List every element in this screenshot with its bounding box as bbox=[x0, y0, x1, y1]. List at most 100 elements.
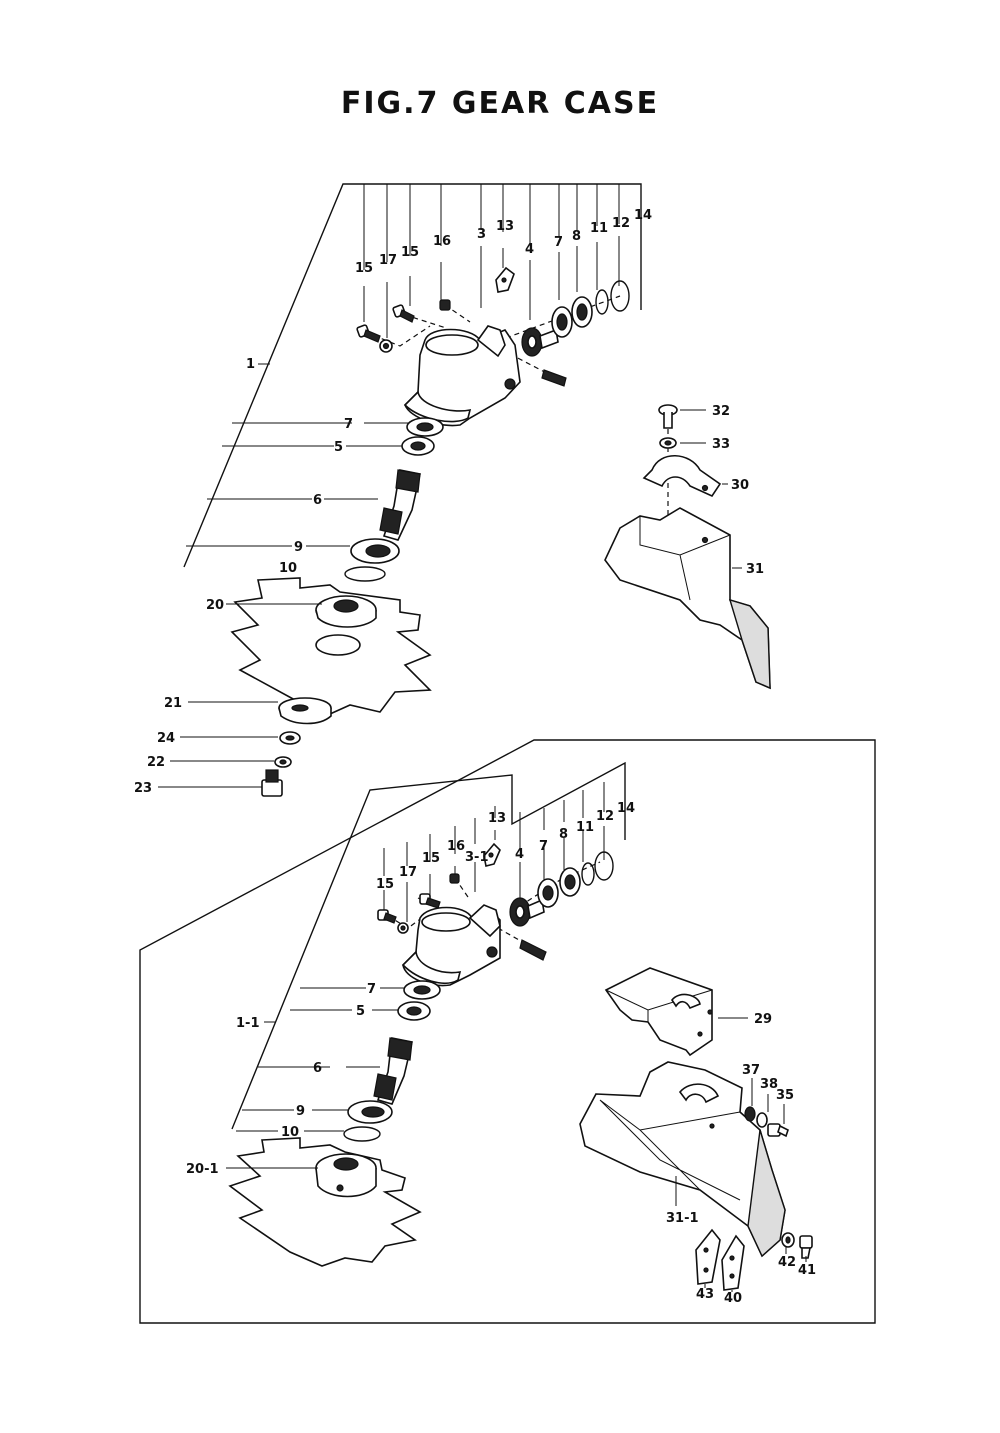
nut-16 bbox=[439, 299, 451, 311]
label-38: 38 bbox=[760, 1077, 778, 1092]
lower-left-rails-right bbox=[304, 987, 414, 1132]
label-33: 33 bbox=[712, 437, 730, 452]
label-22: 22 bbox=[147, 755, 165, 770]
snap-ring-12 bbox=[610, 280, 630, 312]
label-15a: 15 bbox=[355, 261, 373, 276]
washer-24 bbox=[279, 731, 301, 745]
plate-43 bbox=[695, 1228, 721, 1285]
label-7a-lower: 7 bbox=[539, 839, 548, 854]
shaft-4-lower bbox=[527, 898, 545, 920]
lower-left-rails bbox=[236, 987, 366, 1132]
washer-37 bbox=[744, 1106, 756, 1122]
label-15b: 15 bbox=[401, 245, 419, 260]
label-10: 10 bbox=[279, 561, 297, 576]
upper-bottom-leaders bbox=[158, 603, 322, 788]
label-9: 9 bbox=[294, 540, 303, 555]
label-3-1: 3-1 bbox=[465, 850, 489, 865]
lower-top-leaders bbox=[383, 768, 626, 876]
upper-top-leaders bbox=[363, 184, 642, 270]
bolt-32 bbox=[658, 404, 678, 429]
label-17: 17 bbox=[379, 253, 397, 268]
bearing-5 bbox=[401, 436, 435, 456]
label-7b-lower: 7 bbox=[367, 982, 376, 997]
shaft-4 bbox=[539, 328, 559, 350]
bearing-9 bbox=[350, 538, 400, 564]
figure-title: FIG.7 GEAR CASE bbox=[340, 86, 660, 121]
label-43: 43 bbox=[696, 1287, 714, 1302]
label-12: 12 bbox=[612, 216, 630, 231]
lower-outer-frame bbox=[139, 739, 876, 1324]
label-8: 8 bbox=[572, 229, 581, 244]
label-24: 24 bbox=[157, 731, 175, 746]
clamp-30 bbox=[642, 455, 722, 498]
circlip-10 bbox=[344, 566, 386, 582]
label-1-1: 1-1 bbox=[236, 1016, 260, 1031]
bolt-15-right bbox=[392, 304, 415, 323]
label-35: 35 bbox=[776, 1088, 794, 1103]
plate-13-lower bbox=[483, 842, 501, 867]
bevel-gear-4 bbox=[521, 327, 543, 357]
label-12-lower: 12 bbox=[596, 809, 614, 824]
washer-38 bbox=[756, 1112, 768, 1128]
label-16-lower: 16 bbox=[447, 839, 465, 854]
washer-42 bbox=[781, 1232, 795, 1248]
label-6: 6 bbox=[313, 493, 322, 508]
bearing-7-lower-lower bbox=[403, 980, 441, 1000]
label-9-lower: 9 bbox=[296, 1104, 305, 1119]
nut-17 bbox=[379, 339, 393, 353]
bolt-15-left-lower bbox=[377, 909, 397, 924]
label-14-lower: 14 bbox=[617, 801, 635, 816]
label-20-1: 20-1 bbox=[186, 1162, 219, 1177]
clamp-bolt-14-lower bbox=[519, 939, 547, 961]
holder-20-1 bbox=[315, 1153, 377, 1198]
lower-assembly: 15 17 15 16 3-1 13 4 7 8 11 12 14 1-1 7 … bbox=[139, 739, 876, 1324]
label-31-1: 31-1 bbox=[666, 1211, 699, 1226]
holder-block-29 bbox=[604, 967, 713, 1057]
clamp-bolt-14 bbox=[541, 369, 567, 387]
upper-top-leaders-lower bbox=[363, 226, 642, 338]
label-1: 1 bbox=[246, 357, 255, 372]
gear-shaft-6-lower bbox=[373, 1037, 413, 1105]
upper-dash-axes bbox=[364, 295, 621, 381]
plate-40 bbox=[721, 1234, 745, 1291]
label-7b: 7 bbox=[344, 417, 353, 432]
bolt-15-left bbox=[356, 324, 381, 343]
label-17-lower: 17 bbox=[399, 865, 417, 880]
snap-ring-12-lower bbox=[594, 851, 614, 881]
bolt-35 bbox=[767, 1123, 789, 1138]
bearing-7-top bbox=[551, 306, 573, 338]
label-11: 11 bbox=[590, 221, 608, 236]
upper-left-rails-right bbox=[306, 422, 410, 547]
gear-case-housing bbox=[403, 325, 521, 427]
label-13-lower: 13 bbox=[488, 811, 506, 826]
washer-21 bbox=[278, 697, 332, 725]
label-16: 16 bbox=[433, 234, 451, 249]
label-30: 30 bbox=[731, 478, 749, 493]
label-40: 40 bbox=[724, 1291, 742, 1306]
blade-center-hole bbox=[315, 634, 361, 656]
circlip-10-lower bbox=[343, 1126, 381, 1142]
bolt-23 bbox=[261, 769, 283, 797]
label-15b-lower: 15 bbox=[422, 851, 440, 866]
label-31: 31 bbox=[746, 562, 764, 577]
bolt-15-right-lower bbox=[419, 893, 441, 909]
bolt-41 bbox=[799, 1235, 813, 1259]
bearing-7-lower bbox=[406, 417, 444, 437]
bearing-7-top-lower bbox=[537, 878, 559, 908]
holder-20 bbox=[315, 595, 377, 628]
washer-22 bbox=[274, 756, 292, 768]
label-32: 32 bbox=[712, 404, 730, 419]
label-42: 42 bbox=[778, 1255, 796, 1270]
bearing-9-lower bbox=[347, 1100, 393, 1124]
bevel-gear-4-lower bbox=[509, 897, 531, 927]
label-6-lower: 6 bbox=[313, 1061, 322, 1076]
label-4: 4 bbox=[525, 242, 534, 257]
label-11-lower: 11 bbox=[576, 820, 594, 835]
label-10-lower: 10 bbox=[281, 1125, 299, 1140]
label-3: 3 bbox=[477, 227, 486, 242]
nut-17-lower bbox=[397, 922, 409, 934]
label-13: 13 bbox=[496, 219, 514, 234]
label-23: 23 bbox=[134, 781, 152, 796]
